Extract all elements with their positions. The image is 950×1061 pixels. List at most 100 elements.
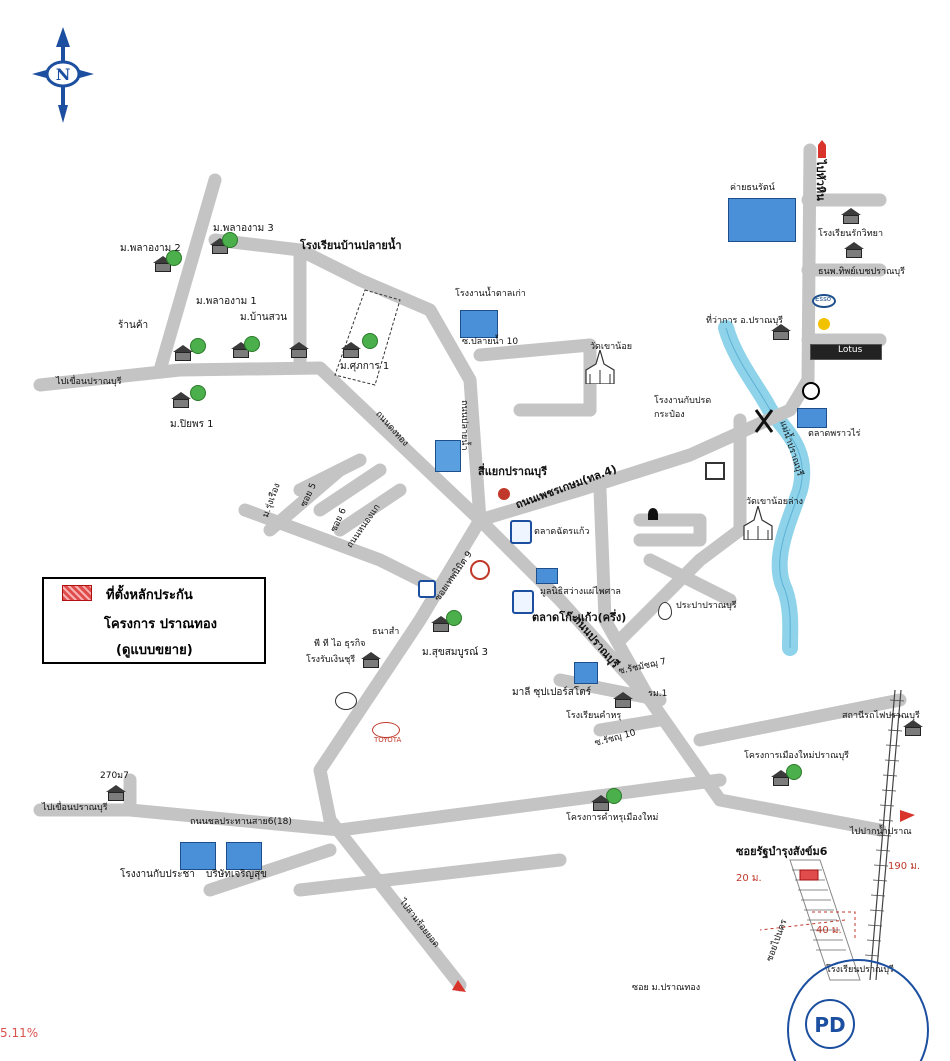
tree-icon (244, 336, 260, 352)
legend-line2: โครงการ ปราณทอง (104, 617, 218, 632)
market-bag-icon (512, 590, 534, 614)
tree-icon (446, 610, 462, 626)
label-soi-rat6: ซอยรัฐบำรุงสังข์ม6 (736, 845, 828, 858)
tree-icon (190, 338, 206, 354)
label-to-dam: ไปเขื่อนปราณบุรี (42, 803, 108, 813)
lotus-store-icon (810, 344, 882, 360)
label-to-hua-hin: ไปหัวหิน (814, 160, 827, 201)
legend-line3: (ดูแบบขยาย) (116, 643, 193, 658)
label-m-plaongam3: ม.พลาองาม 3 (213, 223, 274, 234)
factory-icon (360, 652, 382, 668)
label-thammarat: ค่ายธนรัตน์ (730, 183, 775, 193)
district-office-icon (770, 324, 792, 340)
label-m-piyaporn1: ม.ปิยพร 1 (170, 419, 214, 430)
house-icon (105, 785, 127, 801)
tree-icon (606, 788, 622, 804)
house-icon (152, 256, 174, 272)
label-can-factory: โรงงานกับปรด (654, 396, 712, 406)
label-to-pracha: ไปเขื่อนปราณบุรี (56, 377, 122, 387)
company-building-icon (226, 842, 262, 870)
label-water-factory: โรงงานน้ำตาลเก่า (455, 289, 526, 299)
house-icon (590, 795, 612, 811)
arrow-pins (452, 140, 915, 992)
factory-icon (705, 462, 725, 480)
station-icon (902, 720, 924, 736)
label-waterworks: ประปาปราณบุรี (676, 601, 737, 611)
tree-icon (786, 764, 802, 780)
label-distance-190: 190 ม. (888, 861, 921, 872)
label-can-factory2: กระป๋อง (654, 410, 685, 420)
project-plot-detail (759, 859, 861, 981)
label-school-pranburi: โรงเรียนปราณบุรี (826, 965, 894, 975)
label-bank: ธนพ.ทิพย์เบชปราณบุรี (818, 267, 905, 277)
tree-icon (166, 250, 182, 266)
north-compass-icon: N (32, 27, 94, 123)
market-bag-icon (510, 520, 532, 544)
pin-icon (648, 508, 658, 520)
store-building-icon (574, 662, 598, 684)
label-school-kamru: โรงเรียนคำหรุ (566, 711, 622, 721)
label-market-kokaew: ตลาดโก๊ะแก้ว(ครึ่ง) (532, 611, 627, 624)
label-distance-20: 20 ม. (736, 873, 762, 884)
label-m-sukan1: ม.ศุภการ 1 (340, 361, 390, 372)
label-road-paknam: ถนนปลายน้ำ (459, 400, 469, 451)
thammarat-building-icon (728, 198, 796, 242)
shell-logo-icon (818, 318, 830, 330)
label-raman: โรงรับเงินชุรี (306, 655, 356, 665)
water-drop-icon (658, 602, 672, 620)
label-toyota: TOYOTA (374, 736, 402, 744)
label-market-pranburi: ตลาดพราวไร่ (808, 429, 861, 439)
toyota-logo-icon (372, 722, 400, 738)
house-icon (172, 345, 194, 361)
label-school-paknam: โรงเรียนบ้านปลายน้ำ (300, 239, 402, 252)
zoom-level-readout: 5.11% (0, 1026, 39, 1040)
label-canal-10: ซ.ปลายน้ำ 10 (462, 337, 519, 347)
railway (864, 689, 905, 981)
house-icon (209, 238, 231, 254)
tree-icon (222, 232, 238, 248)
tree-icon (190, 385, 206, 401)
roundabout-icon (802, 382, 820, 400)
market-building-icon (797, 408, 827, 428)
stamp-text: PD (814, 1013, 845, 1037)
label-m-suksomboon3: ม.สุขสมบูรณ์ 3 (422, 647, 488, 658)
label-pt: พี ที ไอ ธุรกิจ (314, 639, 366, 649)
foundation-icon (536, 568, 558, 584)
factory-building-icon (460, 310, 498, 338)
map-legend: ที่ตั้งหลักประกัน โครงการ ปราณทอง (ดูแบบ… (42, 577, 266, 664)
label-270m7: 270ม7 (100, 771, 129, 781)
mazda-logo-icon (335, 692, 357, 710)
bank-dot-icon (498, 488, 510, 500)
label-road-bottom: ถนนชลประทานสาย6(18) (190, 817, 292, 827)
label-station: สถานีรถไฟปราณบุรี (842, 711, 920, 721)
legend-swatch (62, 585, 92, 601)
label-factory-bottom: โรงงานกับประชา (120, 869, 195, 880)
house-icon (430, 616, 452, 632)
school-icon (288, 342, 310, 358)
label-rm1: รม.1 (648, 689, 668, 699)
compass-letter: N (56, 65, 71, 84)
bank-icon (843, 242, 865, 258)
label-shop: ร้านค้า (118, 320, 149, 331)
bank-kasikorn-icon (470, 560, 490, 580)
label-khao-lang: วัดเขาน้อยล่าง (746, 497, 803, 507)
factory-building-icon (180, 842, 216, 870)
label-distance-40: 40 ม. (816, 925, 842, 936)
house-icon (230, 342, 252, 358)
label-m-plaongam2: ม.พลาองาม 2 (120, 243, 181, 254)
label-m-baansuan: ม.บ้านสวน (240, 312, 288, 323)
label-esso: Esso (815, 295, 831, 303)
bridge-marker (754, 409, 774, 433)
label-company: บริษัทเจริญสุข (206, 869, 268, 880)
temple-icon (743, 506, 773, 540)
bank-logo-icon (435, 440, 461, 472)
temple-icon (585, 350, 615, 384)
label-project-new: โครงการเมืองใหม่ปราณบุรี (744, 751, 849, 761)
school-icon (612, 692, 634, 708)
label-khao-noi: วัดเขาน้อย (590, 342, 633, 352)
building-icon (418, 580, 436, 598)
house-icon (340, 342, 362, 358)
house-icon (170, 392, 192, 408)
label-foundation: มูลนิธิสว่างแผ่ไพศาล (540, 587, 621, 597)
